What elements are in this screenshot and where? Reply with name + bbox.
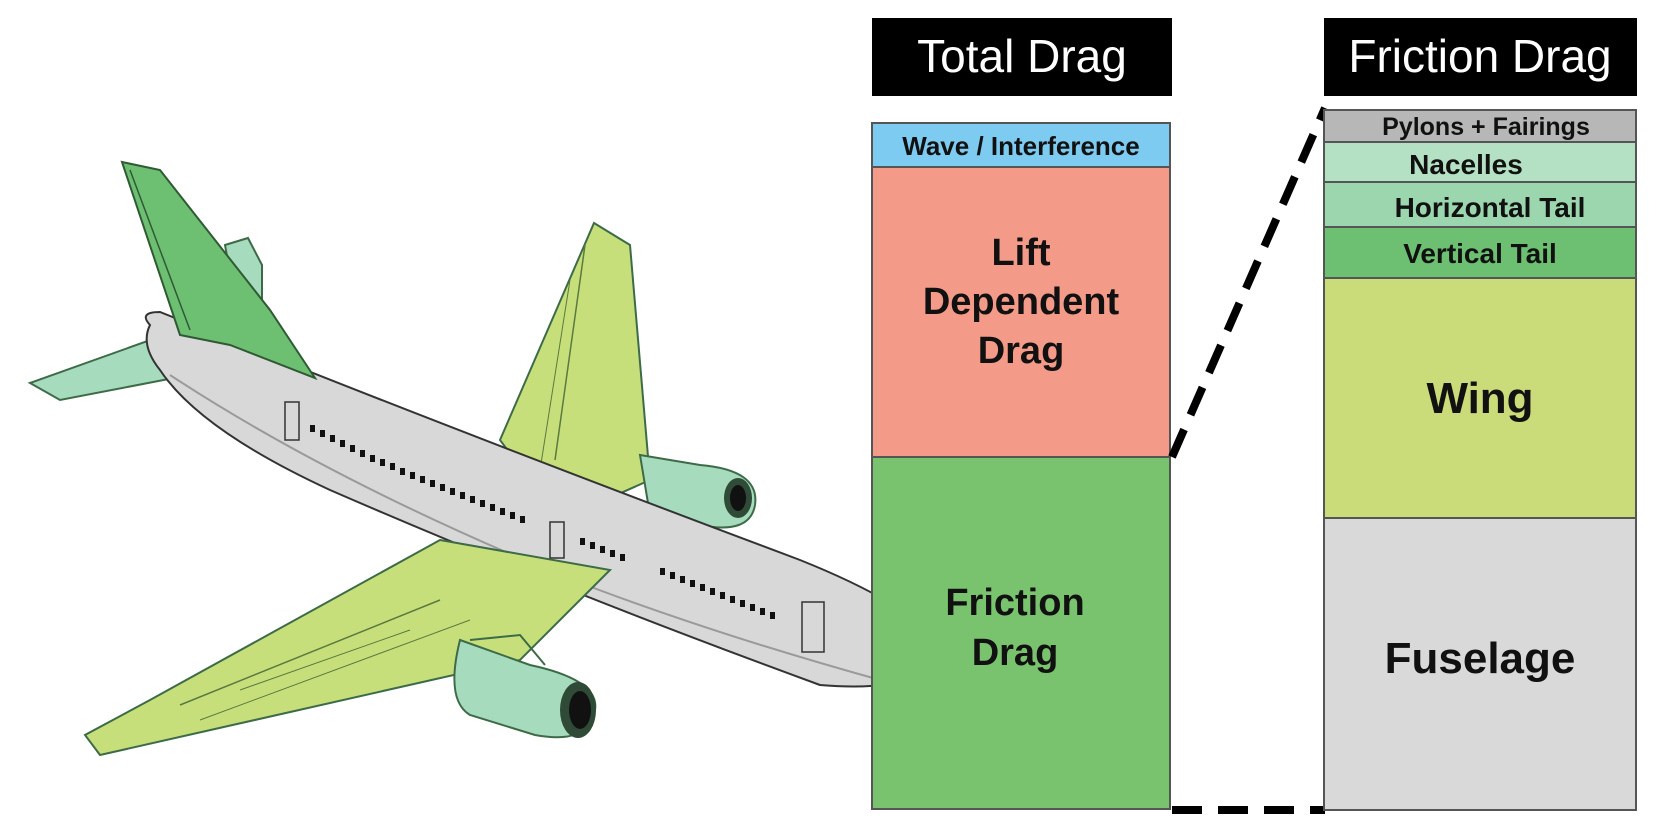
total-drag-title: Total Drag	[917, 30, 1127, 82]
wave-interference-label: Wave / Interference	[902, 131, 1139, 161]
zoom-connectors	[1168, 106, 1329, 814]
pylons-fairings-label: Pylons + Fairings	[1382, 113, 1590, 141]
friction-drag-bar: Pylons + Fairings Nacelles Horizontal Ta…	[1323, 109, 1637, 811]
total-drag-header: Total Drag	[872, 18, 1172, 96]
nacelles-segment	[1323, 141, 1637, 183]
lift-dependent-label-3: Drag	[978, 330, 1065, 372]
friction-drag-label-1: Friction	[945, 582, 1084, 624]
vertical-tail-label: Vertical Tail	[1403, 238, 1557, 269]
far-engine	[638, 453, 757, 529]
pylons-fairings-segment	[1323, 109, 1637, 143]
fuselage-label: Fuselage	[1385, 634, 1576, 683]
total-drag-bar: Wave / Interference Lift Dependent Drag …	[871, 122, 1171, 810]
near-engine	[453, 633, 597, 739]
friction-drag-segment	[871, 456, 1171, 810]
connector-top	[1168, 106, 1329, 459]
wing-segment	[1323, 277, 1637, 519]
fuselage-segment	[1323, 517, 1637, 811]
vertical-tail	[120, 160, 318, 381]
friction-drag-label-2: Drag	[972, 632, 1059, 674]
lift-dependent-label-2: Dependent	[923, 281, 1120, 323]
vertical-tail-segment	[1323, 226, 1637, 279]
friction-drag-title: Friction Drag	[1348, 30, 1611, 82]
wing-label: Wing	[1426, 374, 1533, 423]
wave-interference-segment	[871, 122, 1171, 168]
lift-dependent-label-1: Lift	[991, 232, 1050, 274]
friction-drag-header: Friction Drag	[1324, 18, 1637, 96]
horizontal-tail-segment	[1323, 181, 1637, 228]
nacelles-label: Nacelles	[1409, 149, 1523, 180]
cabin-windows	[310, 425, 775, 619]
horizontal-tail-label: Horizontal Tail	[1395, 192, 1586, 223]
near-wing	[83, 538, 613, 757]
airplane-illustration	[27, 160, 944, 757]
